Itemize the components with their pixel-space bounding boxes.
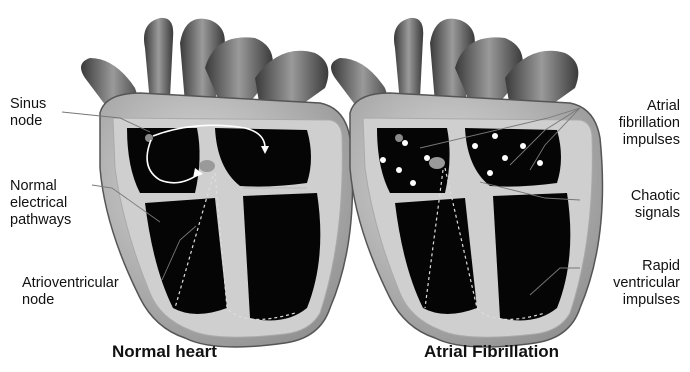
label-line: fibrillation [580,115,680,132]
label-av-node: Atrioventricular node [22,275,119,309]
label-line: Chaotic [580,188,680,205]
label-line: Sinus [10,96,46,113]
label-line: ventricular [580,275,680,292]
label-line: impulses [580,292,680,309]
label-line: Normal [10,178,71,195]
label-line: pathways [10,212,71,229]
label-line: electrical [10,195,71,212]
label-line: node [22,292,119,309]
label-rapid-ventricular: Rapid ventricular impulses [580,258,680,309]
label-af-impulses: Atrial fibrillation impulses [580,98,680,149]
label-line: impulses [580,132,680,149]
label-sinus-node: Sinus node [10,96,46,130]
label-line: signals [580,205,680,222]
label-line: Rapid [580,258,680,275]
normal-heart-illustration [81,18,353,347]
caption-normal-heart: Normal heart [112,342,217,362]
af-heart-illustration [331,18,603,347]
label-line: Atrioventricular [22,275,119,292]
label-chaotic-signals: Chaotic signals [580,188,680,222]
label-normal-pathways: Normal electrical pathways [10,178,71,229]
label-line: Atrial [580,98,680,115]
caption-atrial-fibrillation: Atrial Fibrillation [424,342,559,362]
label-line: node [10,113,46,130]
